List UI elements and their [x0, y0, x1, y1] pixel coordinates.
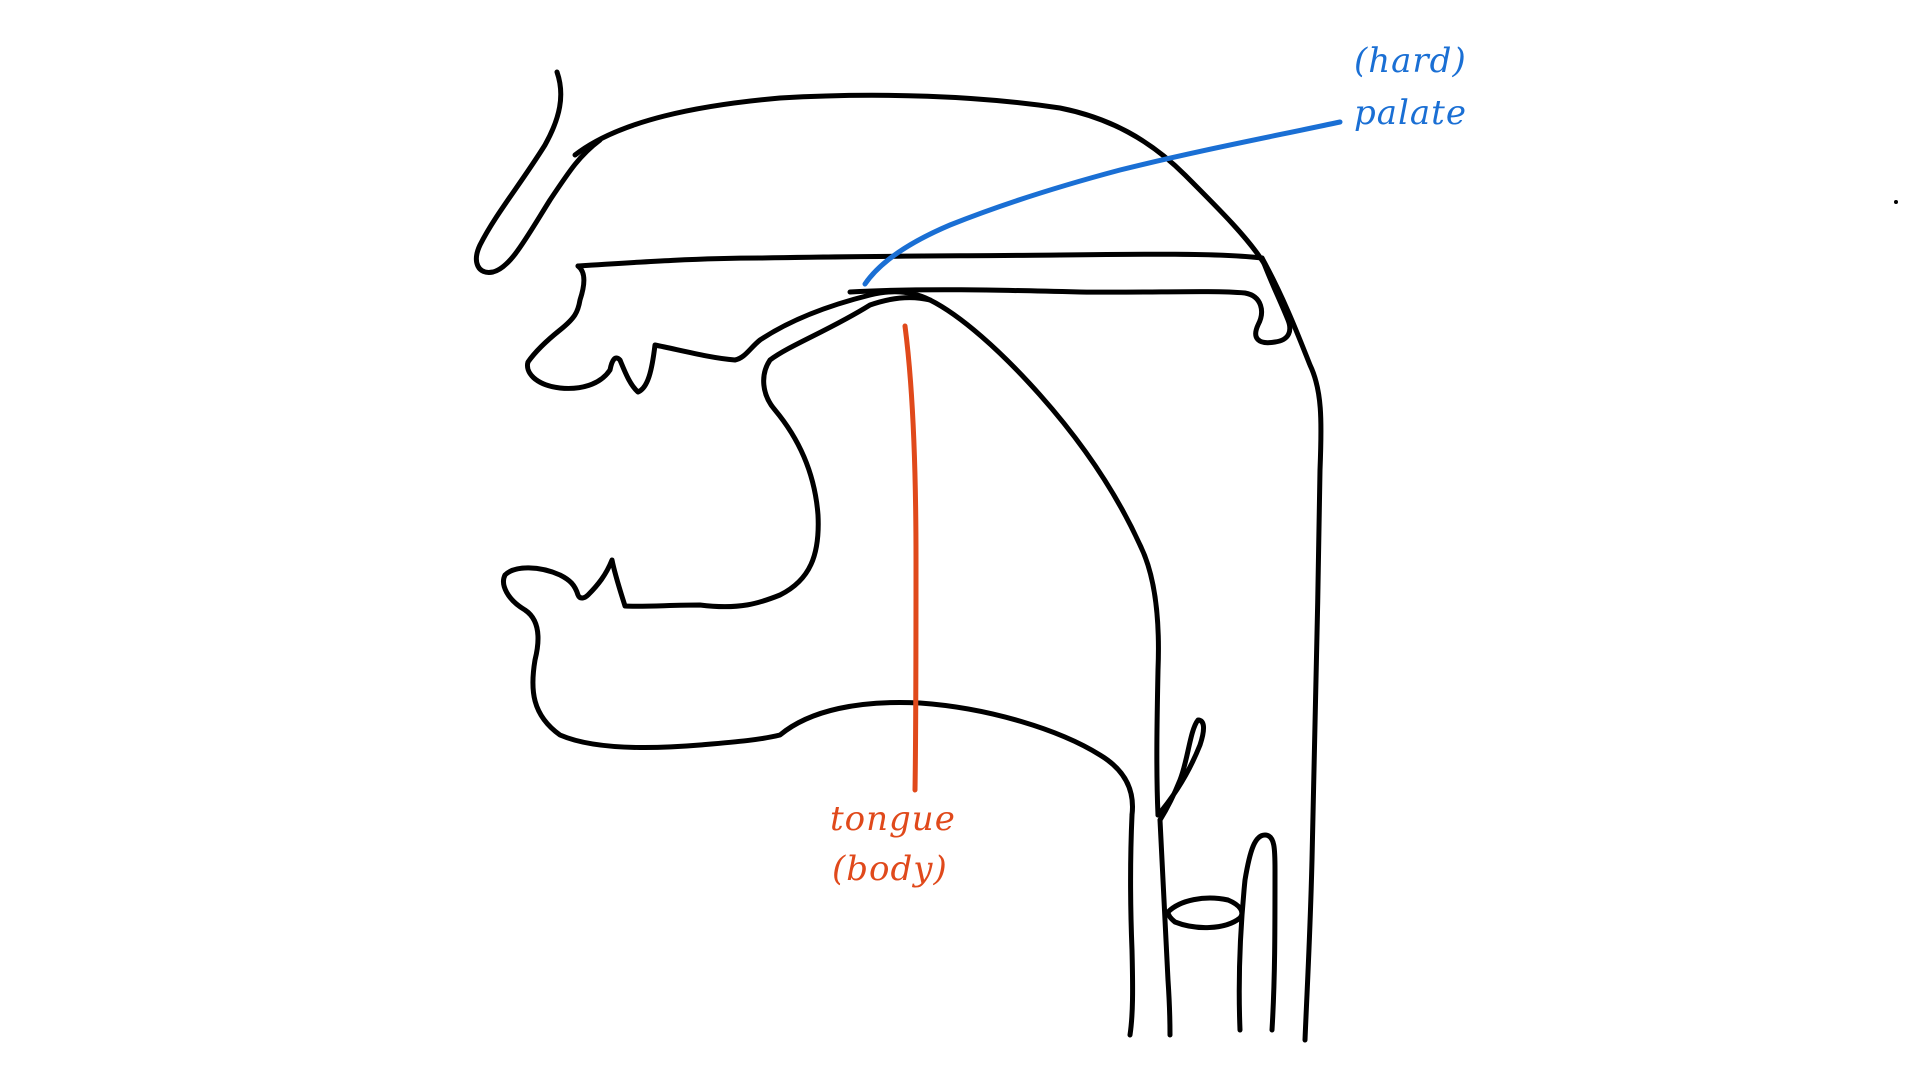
nose-outline [474, 69, 603, 275]
stray-dot [1894, 200, 1898, 204]
palate-upper-edge [575, 251, 1265, 269]
larynx-right-structure [1236, 832, 1278, 1033]
tongue-label-line1: tongue [830, 799, 956, 839]
tongue-label-line2: (body) [832, 849, 948, 889]
tongue-back-outline [927, 297, 1161, 818]
epiglottis-outline [1155, 717, 1206, 823]
tongue-outline [501, 295, 1136, 818]
pharynx-back-wall [1259, 255, 1324, 1043]
vocal-folds-outline [1165, 895, 1245, 931]
tongue-pointer-line [902, 323, 919, 793]
palate-lower-edge [847, 255, 1293, 346]
larynx-left-wall [1157, 817, 1173, 1038]
palate-label-line2: palate [1354, 93, 1467, 133]
upper-lip-teeth-outline [525, 263, 933, 395]
front-throat-outline [1127, 812, 1136, 1038]
nasal-cavity-outline [572, 92, 1268, 268]
palate-pointer-line [862, 119, 1343, 287]
palate-label-line1: (hard) [1354, 41, 1467, 81]
